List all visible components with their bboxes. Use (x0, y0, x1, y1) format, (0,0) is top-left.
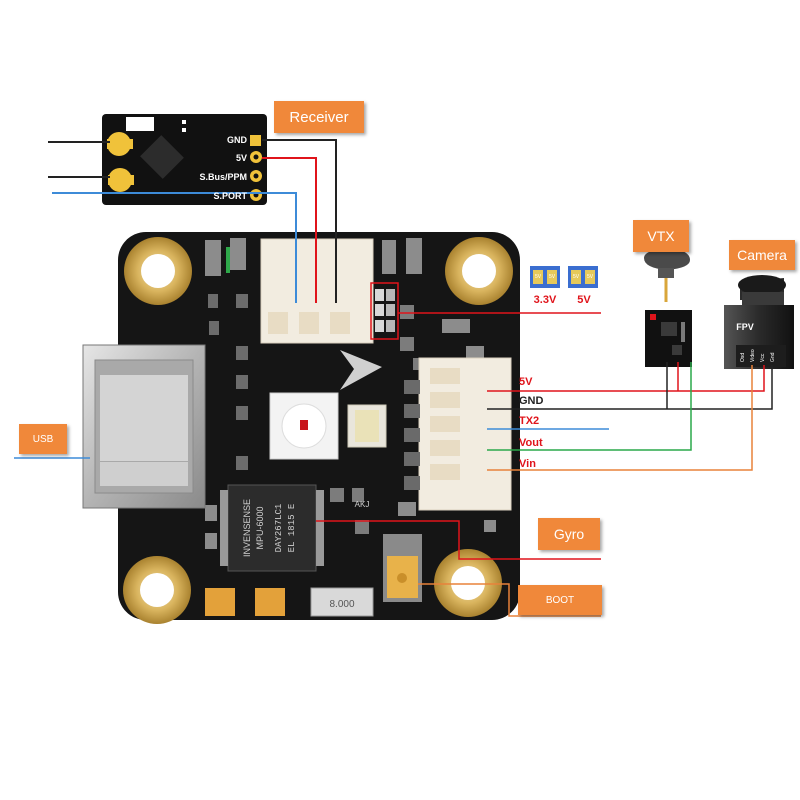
imu-model-text: MPU-6000 (255, 506, 265, 549)
usb-label: USB (19, 424, 67, 454)
small-chip-text: AKJ (355, 500, 370, 509)
camera-pin-gnd: Gnd (770, 352, 776, 362)
gyro-leader-line (316, 520, 601, 560)
jumper-option-3v3 (530, 266, 560, 288)
voltage-jumper-pads (370, 282, 399, 340)
solder-pad-2 (255, 588, 285, 616)
crystal-oscillator (310, 587, 374, 617)
crystal-text: 8.000 (329, 599, 354, 610)
wire-label-vout: Vout (519, 437, 543, 449)
receiver-chip (140, 135, 184, 179)
receiver-pin-5v: 5V (236, 153, 247, 163)
camera-pin-labels: Osd Video Vcc Gnd (740, 349, 776, 362)
jumper-thumb-text-1: 5V (535, 274, 542, 280)
imu-code1-text: DAY267LC1 (274, 504, 284, 553)
imu-brand-text: INVENSENSE (242, 499, 252, 557)
wire-label-gnd: GND (519, 395, 544, 407)
fpv-camera (724, 275, 794, 369)
receiver-label: Receiver (274, 101, 364, 133)
camera-pin-video: Video (750, 349, 756, 362)
jumper-thumb-text-4: 5V (587, 274, 594, 280)
solder-pad-1 (205, 588, 235, 616)
camera-brand-text: FPV (736, 322, 754, 332)
wire-receiver-gnd (262, 139, 337, 303)
receiver-module (102, 114, 267, 205)
jumper-thumb-text-3: 5V (573, 274, 580, 280)
jumper-thumb-text-2: 5V (549, 274, 556, 280)
gyro-label: Gyro (538, 518, 600, 550)
status-led (269, 392, 339, 460)
usb-port (82, 344, 206, 509)
receiver-pin-sbus: S.Bus/PPM (199, 172, 247, 182)
jumper-label-5v: 5V (577, 294, 591, 306)
wire-vtx-gnd (487, 365, 773, 410)
camera-pin-vcc: Vcc (760, 353, 766, 362)
receiver-antenna-wires (48, 141, 110, 178)
camera-label: Camera (729, 240, 795, 270)
wire-receiver-5v (262, 157, 317, 303)
jumper-label-3v3: 3.3V (534, 294, 557, 306)
side-connector-5pin (404, 357, 512, 511)
vtx-label: VTX (633, 220, 689, 252)
boot-button[interactable] (383, 534, 422, 602)
wire-vout (487, 362, 692, 451)
board-logo-arrow (340, 350, 382, 390)
wire-label-vin: Vin (519, 458, 536, 470)
jumper-option-5v (568, 266, 598, 288)
wire-vin (487, 365, 753, 471)
boot-leader-line (418, 583, 601, 617)
boot-label: BOOT (518, 585, 602, 615)
camera-pin-osd: Osd (740, 353, 746, 362)
receiver-pin-gnd: GND (227, 135, 248, 145)
wire-receiver-sport (52, 192, 297, 303)
imu-chip (220, 484, 324, 572)
vtx-module (644, 248, 692, 367)
imu-code2-text: EL 1815 E (287, 504, 297, 553)
wire-label-5v: 5V (519, 376, 533, 388)
imu-chip-markings: INVENSENSE MPU-6000 DAY267LC1 EL 1815 E (242, 499, 297, 557)
wire-vtx-5v (487, 365, 765, 392)
flight-controller-board (82, 232, 520, 624)
receiver-pin-sport: S.PORT (213, 191, 247, 201)
wire-label-tx2: TX2 (519, 415, 539, 427)
